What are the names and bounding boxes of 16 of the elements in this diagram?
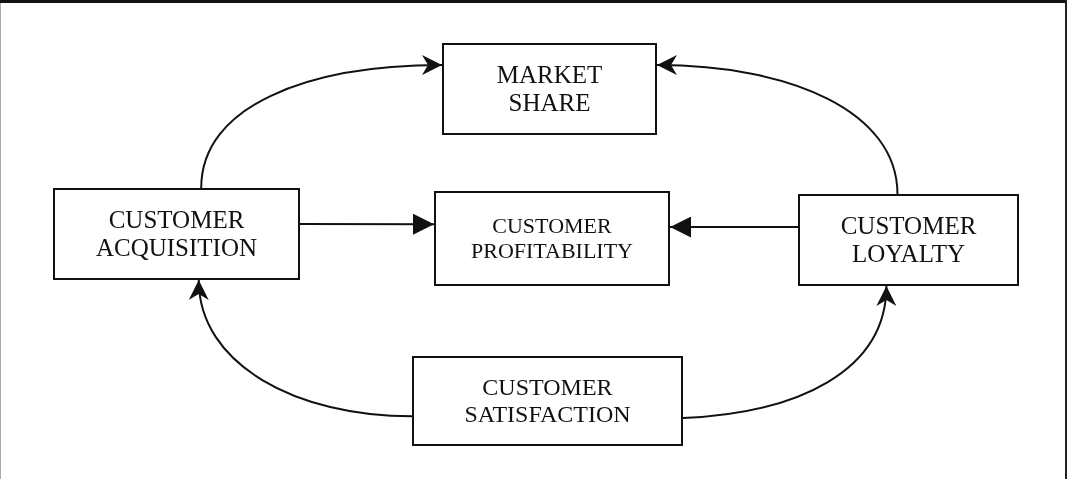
process-label: MARKET SHARE [495,60,604,118]
arrow [656,55,899,195]
arrow [669,216,799,238]
process-box [442,43,657,135]
arrow [190,279,413,418]
process-label: CUSTOMER SATISFACTION [463,373,632,429]
process-box [798,194,1019,286]
process-label: CUSTOMER PROFITABILITY [470,213,634,264]
process-label: CUSTOMER LOYALTY [839,211,978,269]
arrow [299,213,435,235]
process-box [53,188,300,280]
process-box [412,356,683,446]
process-box [434,191,670,286]
arrow [200,55,443,189]
arrow [682,285,895,420]
process-label: CUSTOMER ACQUISITION [94,205,259,263]
